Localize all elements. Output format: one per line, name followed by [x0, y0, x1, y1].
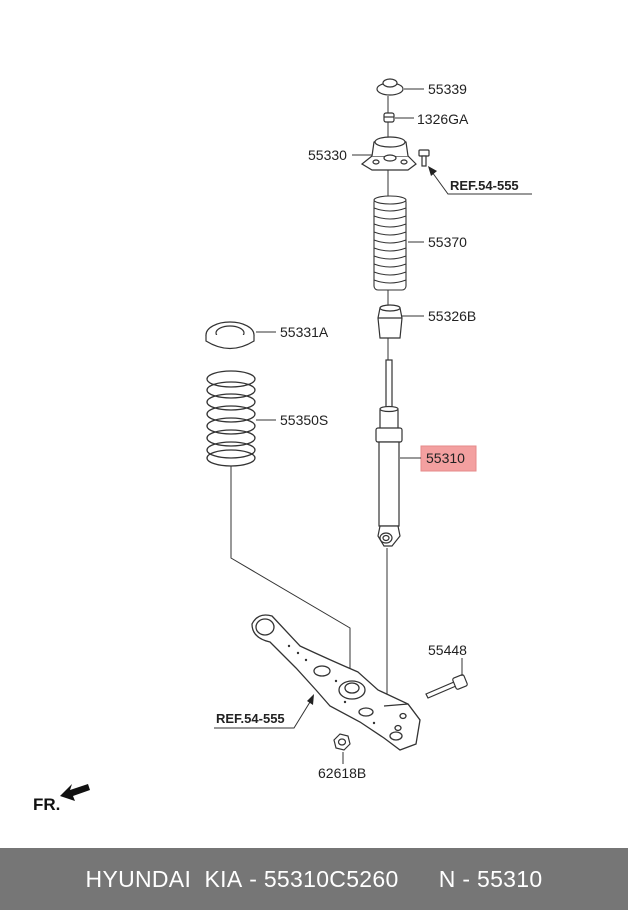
lower-bolt-part	[425, 674, 468, 699]
ref-leader-top	[431, 171, 532, 195]
highlight-55310	[420, 445, 477, 472]
front-direction-label: FR.	[33, 795, 60, 814]
footer-ref-number: N - 55310	[438, 865, 543, 892]
footer-gap	[399, 866, 439, 893]
label-55310: 55310	[426, 450, 465, 466]
footer-brand: HYUNDAI KIA	[85, 865, 243, 892]
lower-arm-dots	[287, 644, 376, 725]
ref-label-top: REF.54-555	[450, 178, 519, 193]
label-55331a: 55331A	[280, 324, 329, 340]
label-55330: 55330	[308, 147, 347, 163]
suspension-exploded-diagram: 55339 1326GA 55330 REF.54-555 55370 5532…	[33, 78, 532, 814]
shock-absorber-part	[375, 359, 403, 547]
label-1326ga: 1326GA	[417, 111, 469, 127]
ref-arrow-bottom	[307, 694, 314, 705]
label-55448: 55448	[428, 642, 467, 658]
dust-boot-ribs	[373, 207, 407, 284]
lower-nut-part	[333, 733, 351, 751]
mount-bolt-part	[418, 149, 430, 167]
footer-part-number: 55310C5260	[263, 865, 399, 892]
upper-mount-part	[360, 136, 417, 171]
dust-boot-part	[373, 195, 407, 291]
spring-pad-part	[205, 321, 255, 350]
front-direction-arrow-icon	[60, 784, 90, 801]
ref-label-bottom: REF.54-555	[216, 711, 285, 726]
ref-leader-bottom	[214, 701, 311, 729]
lower-arm-part	[251, 614, 421, 751]
label-55339: 55339	[428, 81, 467, 97]
footer-bar: HYUNDAI KIA - 55310C5260 N - 55310	[0, 848, 628, 910]
label-55370: 55370	[428, 234, 467, 250]
label-62618b: 62618B	[318, 765, 366, 781]
dust-cap-part	[376, 78, 404, 96]
bump-stopper-part	[377, 304, 403, 339]
footer-separator: -	[242, 865, 264, 892]
label-55350s: 55350S	[280, 412, 328, 428]
label-55326b: 55326B	[428, 308, 476, 324]
nut-part	[383, 112, 395, 123]
spring-leader-line	[230, 466, 351, 690]
ref-arrow-top	[428, 166, 437, 176]
coil-spring-part	[206, 370, 256, 467]
